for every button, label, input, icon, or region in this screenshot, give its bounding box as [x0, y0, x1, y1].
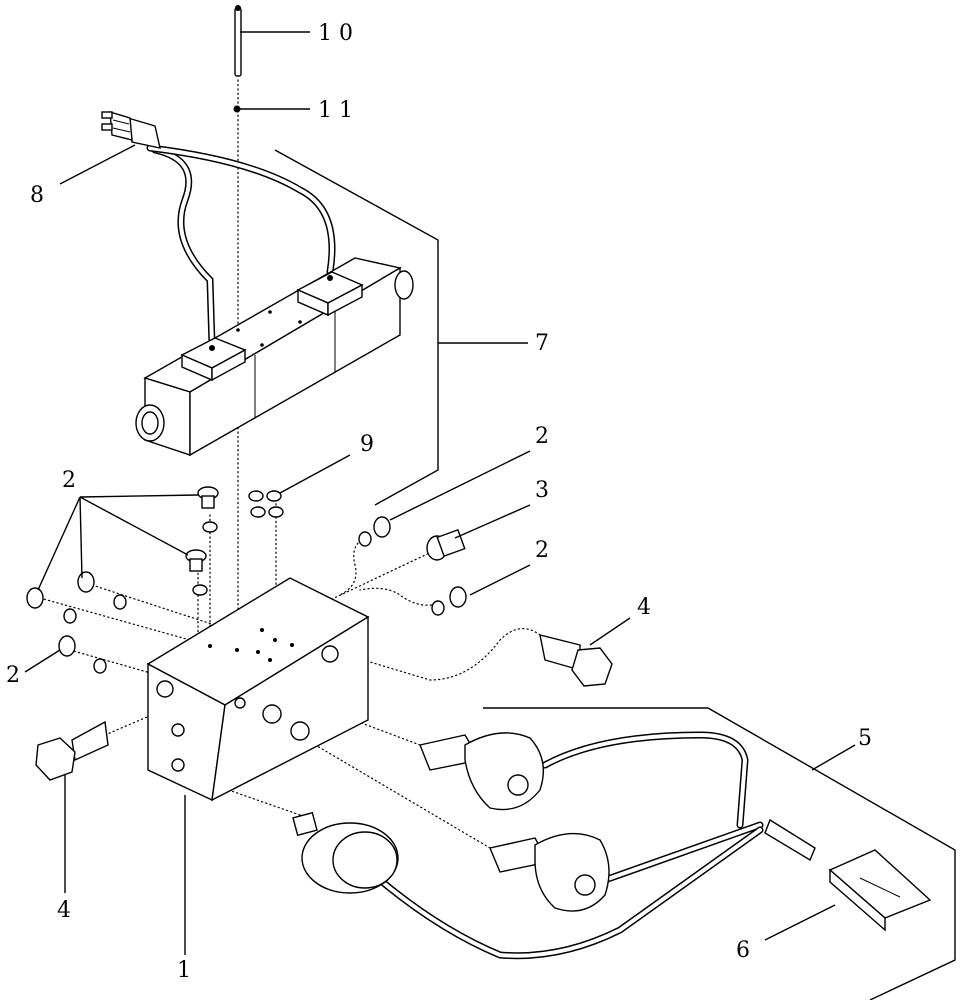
callout-labels: 1 0 1 1 8 7 9 2 2 3 2 4 2 5 4 6 1 — [6, 21, 872, 983]
manifold-block-part — [146, 577, 370, 802]
ball-part — [233, 105, 241, 113]
callout-5: 5 — [858, 726, 872, 751]
callout-4-left: 4 — [57, 898, 71, 923]
callout-2-right-upper: 2 — [535, 424, 549, 449]
solenoid-valve-part — [135, 257, 414, 457]
callout-1: 1 — [177, 958, 191, 983]
callout-6: 6 — [736, 938, 750, 963]
leader-lines — [24, 31, 956, 1000]
callout-7: 7 — [535, 331, 549, 356]
callout-2-top: 2 — [62, 468, 76, 493]
callout-2-right-lower: 2 — [535, 538, 549, 563]
harness-plug-part — [764, 818, 932, 932]
o-ring-set-part — [248, 490, 284, 518]
pin-part — [234, 5, 242, 77]
fitting-part — [426, 528, 466, 561]
callout-3: 3 — [535, 478, 549, 503]
harness-connector-part — [101, 111, 336, 349]
callout-2-left: 2 — [6, 663, 20, 688]
callout-4-right: 4 — [637, 595, 651, 620]
callout-11: 1 1 — [318, 98, 353, 123]
cartridge-valve-right-part — [539, 634, 613, 687]
cartridge-valve-left-part — [35, 720, 109, 781]
callout-10: 1 0 — [318, 21, 353, 46]
callout-9: 9 — [360, 432, 374, 457]
callout-8: 8 — [30, 183, 44, 208]
solenoid-cartridge-assembly-part — [292, 731, 764, 960]
